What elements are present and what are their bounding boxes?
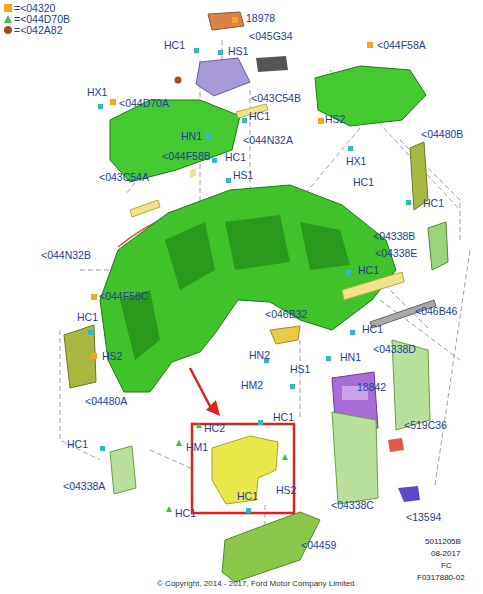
callout-number: <04338C <box>330 500 375 512</box>
callout-number: <045G34 <box>248 31 294 43</box>
square-markers <box>91 17 373 359</box>
callout-number: HC1 <box>174 508 197 520</box>
triangle-markers <box>166 422 288 512</box>
callout-number: <043C54B <box>250 93 302 105</box>
callout-number: HN1 <box>180 131 203 143</box>
legend-swatch <box>4 26 12 34</box>
callout-number: HS2 <box>275 485 297 497</box>
top-bracket <box>196 58 250 96</box>
legend-swatch <box>4 15 12 23</box>
drawing-note: 5011205B <box>424 538 462 547</box>
callout-number: <519C36 <box>403 420 448 432</box>
callout-number: <043C54A <box>98 172 150 184</box>
callout-number: <04480A <box>84 396 128 408</box>
callout-number: 18842 <box>356 382 387 394</box>
callout-number: HC1 <box>66 439 89 451</box>
callout-number: HS1 <box>232 170 254 182</box>
callout-number: HC1 <box>236 491 259 503</box>
callout-number: HC1 <box>224 152 247 164</box>
callout-number: HX1 <box>345 156 367 168</box>
highlight-box <box>192 424 294 513</box>
callout-number: HX1 <box>86 87 108 99</box>
legend-swatch <box>4 4 12 12</box>
bezel-lower <box>332 412 378 504</box>
drawing-note: 08-2017 <box>430 550 461 559</box>
legend-text: =<04320 <box>14 3 55 15</box>
callout-number: HM2 <box>240 380 264 392</box>
dark-pad <box>256 56 288 72</box>
callout-number: <044D70A <box>118 98 170 110</box>
vent-left <box>110 446 136 494</box>
legend-text: =<044D70B <box>14 14 70 26</box>
callout-number: HN1 <box>339 352 362 364</box>
strip <box>130 200 160 217</box>
callout-number: HM1 <box>185 442 209 454</box>
callout-number: HC1 <box>352 177 375 189</box>
pointer-arrowhead <box>206 400 220 416</box>
callout-number: HC1 <box>163 40 186 52</box>
callout-number: HS1 <box>289 364 311 376</box>
leader-lines <box>60 40 470 530</box>
callout-number: HC2 <box>203 423 226 435</box>
drawing-note: F0317880-02 <box>416 574 466 583</box>
callout-number: <044F58B <box>161 151 212 163</box>
callout-number: <046B32 <box>264 309 308 321</box>
bracket <box>270 326 300 344</box>
callout-number: <04459 <box>300 540 337 552</box>
callout-number: <044N32A <box>242 135 294 147</box>
callout-number: HC1 <box>422 198 445 210</box>
callout-number: HS2 <box>324 114 346 126</box>
small-clip <box>190 168 196 178</box>
panel-opening <box>165 222 215 290</box>
callout-number: <04338B <box>372 231 416 243</box>
panel-opening <box>300 222 350 270</box>
top-cover <box>208 12 244 30</box>
callout-number: <04480B <box>420 129 464 141</box>
drawing-note: FC <box>440 562 453 571</box>
callout-number: HS2 <box>101 351 123 363</box>
callout-number: HC1 <box>76 312 99 324</box>
clips <box>88 48 411 513</box>
circle-marker <box>175 77 182 84</box>
panel-opening <box>225 215 290 270</box>
upper-pad-left <box>110 100 240 182</box>
callout-number: HN2 <box>248 350 271 362</box>
callout-number: HC1 <box>248 111 271 123</box>
drawing-note: © Copyright, 2014 - 2017, Ford Motor Com… <box>156 580 356 589</box>
callout-number: HC1 <box>361 324 384 336</box>
side-trim-left <box>64 325 96 388</box>
callout-number: HC1 <box>357 265 380 277</box>
pointer-arrow <box>190 368 212 410</box>
upper-pad-right <box>315 66 426 126</box>
callout-number: 18978 <box>245 13 276 25</box>
callout-number: <04338E <box>374 248 418 260</box>
callout-number: <044N32B <box>40 250 92 262</box>
callout-number: <044F58A <box>376 40 427 52</box>
callout-number: <04338D <box>372 344 417 356</box>
strip <box>342 272 404 300</box>
callout-number: <046B46 <box>414 306 458 318</box>
highlighted-part <box>212 436 278 504</box>
cover-blue <box>398 486 420 502</box>
callout-number: <04338A <box>62 481 106 493</box>
vent <box>428 222 448 270</box>
callout-number: HC1 <box>272 412 295 424</box>
callout-number: <044F58C <box>98 291 149 303</box>
callout-number: <13594 <box>405 512 442 524</box>
switch <box>388 438 404 452</box>
legend-text: =<042A82 <box>14 25 62 37</box>
callout-number: HS1 <box>227 46 249 58</box>
